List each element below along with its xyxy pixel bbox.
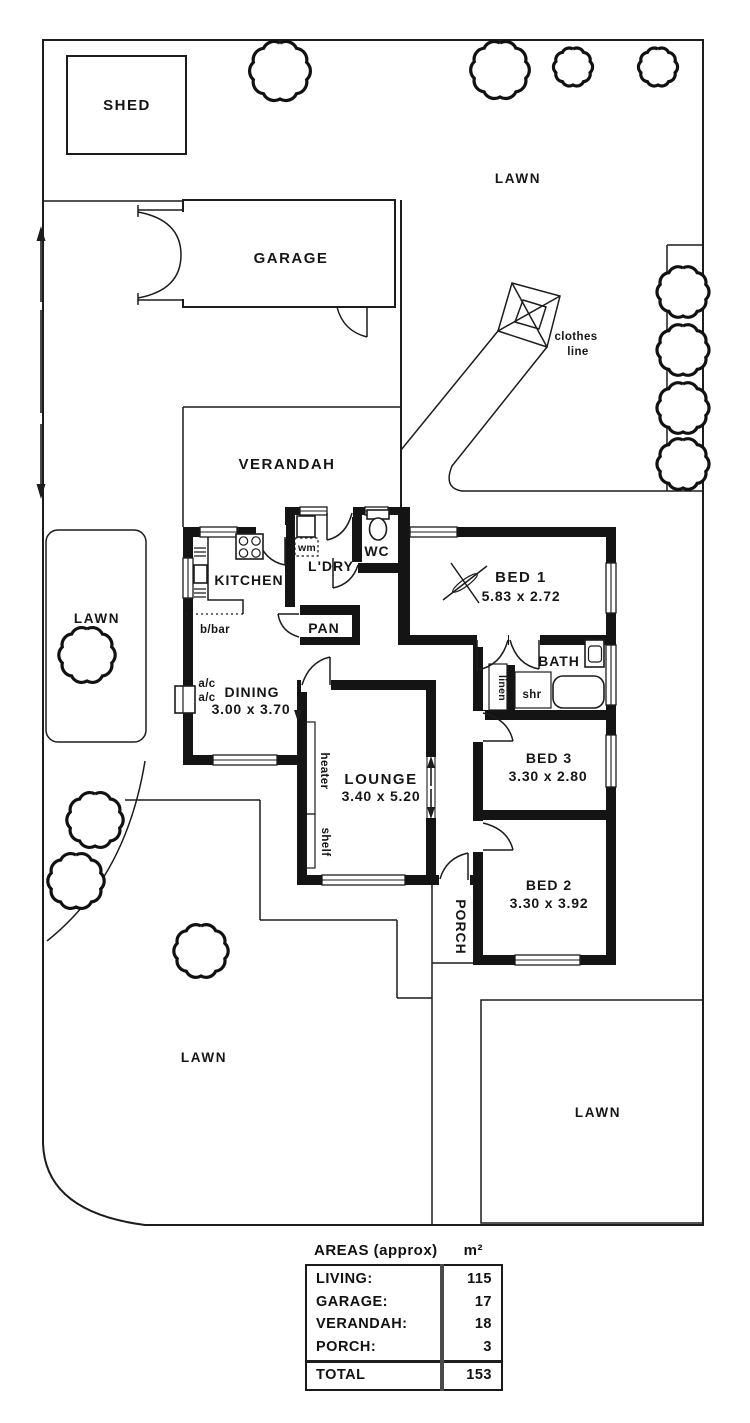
- areas-table-row: LIVING: 115: [307, 1268, 501, 1291]
- windows: [182, 506, 617, 966]
- flow-arrows: [294, 698, 435, 819]
- shed-label: SHED: [103, 97, 151, 114]
- tree-icon: [655, 437, 711, 491]
- areas-table-title: AREAS (approx): [314, 1242, 438, 1259]
- tree-icon: [655, 265, 711, 319]
- clothes-line-icon: [497, 282, 561, 348]
- garage-outline: [137, 199, 402, 527]
- garage-label: GARAGE: [254, 250, 329, 267]
- door-openings: [256, 505, 540, 887]
- lawn-bottom-right-label: LAWN: [575, 1105, 621, 1120]
- tree-icon: [636, 46, 680, 88]
- tree-icon: [65, 791, 125, 849]
- stove-icon: [235, 533, 264, 560]
- tree-icon: [655, 381, 711, 435]
- tree-icon: [655, 323, 711, 377]
- trees: [46, 39, 711, 979]
- bed3-dims: 3.30 x 2.80: [509, 768, 588, 784]
- pan-label: PAN: [308, 620, 340, 636]
- lawn-top-label: LAWN: [495, 171, 541, 186]
- ceiling-fan-icon: [442, 562, 488, 604]
- area-row-label: VERANDAH:: [316, 1316, 408, 1332]
- bed1-dims: 5.83 x 2.72: [482, 588, 561, 604]
- area-row-label: GARAGE:: [316, 1293, 388, 1310]
- landscaping-lines: [45, 244, 704, 1225]
- wm-label: wm: [297, 542, 316, 554]
- areas-table-row: PORCH: 3: [307, 1336, 501, 1359]
- fixtures: [174, 509, 605, 869]
- heater-label: heater: [318, 753, 330, 790]
- tree-icon: [248, 39, 312, 103]
- ac-label-bottom: a/c: [198, 692, 215, 704]
- area-row-value: 18: [474, 1316, 492, 1332]
- lounge-dims: 3.40 x 5.20: [342, 788, 421, 804]
- laundry-label: L'DRY: [308, 558, 354, 574]
- bed2-label: BED 2: [526, 877, 572, 893]
- lawn-left-label: LAWN: [74, 611, 120, 626]
- area-row-value: 115: [467, 1271, 492, 1287]
- linen-label: linen: [496, 675, 508, 701]
- verandah-label: VERANDAH: [238, 456, 335, 473]
- tree-icon: [551, 46, 595, 88]
- toilet-icon: [366, 509, 390, 541]
- bed3-label: BED 3: [526, 750, 572, 766]
- areas-table-row: VERANDAH: 18: [307, 1313, 501, 1336]
- lawn-bottom-left-label: LAWN: [181, 1050, 227, 1065]
- shelf-label: shelf: [319, 828, 331, 857]
- shelf-icon: [305, 813, 316, 869]
- bath-fixtures: [488, 639, 605, 711]
- tree-icon: [57, 626, 117, 684]
- sink-icon: [193, 547, 208, 598]
- areas-table-header: AREAS (approx) m²: [305, 1242, 503, 1264]
- dining-label: DINING: [225, 684, 280, 700]
- areas-table-row: GARAGE: 17: [307, 1291, 501, 1314]
- dining-dims: 3.00 x 3.70: [212, 701, 291, 717]
- labels: SHED GARAGE LAWN clothes line VERANDAH K…: [74, 97, 621, 1120]
- wc-label: WC: [364, 543, 389, 559]
- bbar-label: b/bar: [200, 624, 230, 636]
- lounge-label: LOUNGE: [344, 771, 417, 788]
- area-row-label: LIVING:: [316, 1271, 373, 1287]
- areas-table-total-row: TOTAL 153: [307, 1360, 501, 1387]
- tree-icon: [469, 39, 531, 101]
- areas-table-divider: [440, 1264, 444, 1391]
- heater-icon: [305, 721, 316, 815]
- ac-label-top: a/c: [198, 678, 215, 690]
- shed-outline: [66, 55, 187, 155]
- porch-label: PORCH: [453, 899, 469, 955]
- washing-machine-icon: [294, 515, 319, 557]
- tree-icon: [172, 923, 230, 979]
- area-row-label: PORCH:: [316, 1338, 377, 1355]
- door-swings: [256, 512, 540, 880]
- verandah-outline: [182, 406, 401, 527]
- area-row-value: 17: [474, 1293, 492, 1310]
- areas-total-value: 153: [466, 1367, 492, 1383]
- clothes-line-label-2: line: [567, 346, 588, 358]
- ac-unit-icon: [174, 685, 196, 714]
- clothes-line-label-1: clothes: [554, 331, 597, 343]
- kitchen-label: KITCHEN: [214, 572, 283, 588]
- area-row-value: 3: [483, 1338, 492, 1355]
- bath-label: BATH: [538, 653, 580, 669]
- bed1-label: BED 1: [495, 569, 547, 586]
- property-boundary: [42, 39, 704, 1226]
- areas-table-unit: m²: [463, 1242, 483, 1259]
- bed2-dims: 3.30 x 3.92: [510, 895, 589, 911]
- tree-icon: [46, 852, 106, 910]
- kitchen-bench: [186, 537, 244, 615]
- areas-total-label: TOTAL: [316, 1367, 366, 1383]
- shr-label: shr: [522, 689, 541, 701]
- driveway-direction-arrows: [36, 226, 46, 499]
